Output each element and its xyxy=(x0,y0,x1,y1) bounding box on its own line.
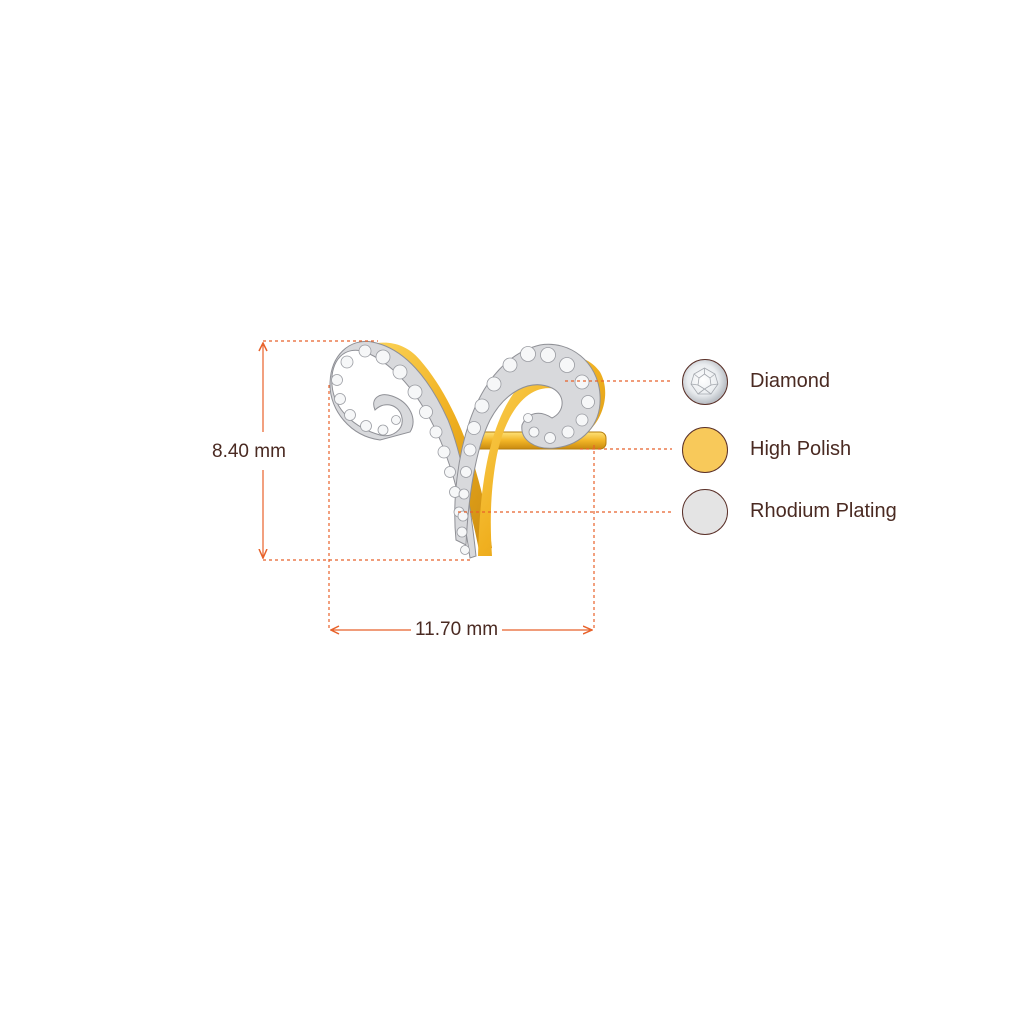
right-horn-gold-backing xyxy=(478,356,606,556)
diamond-stones xyxy=(331,344,595,555)
width-measurement: 11.70 mm xyxy=(411,619,503,641)
height-measurement: 8.40 mm xyxy=(212,441,286,462)
height-dimension xyxy=(263,340,472,561)
rhodium-plating-swatch xyxy=(682,489,728,535)
legend-label-rhodium-plating: Rhodium Plating xyxy=(750,500,897,522)
aries-stud-earring-icon xyxy=(329,340,607,559)
high-polish-swatch xyxy=(682,427,728,473)
diamond-icon xyxy=(682,359,728,405)
legend-label-high-polish: High Polish xyxy=(750,438,852,460)
legend-label-diamond: Diamond xyxy=(750,370,831,392)
right-horn-pave xyxy=(454,343,601,546)
